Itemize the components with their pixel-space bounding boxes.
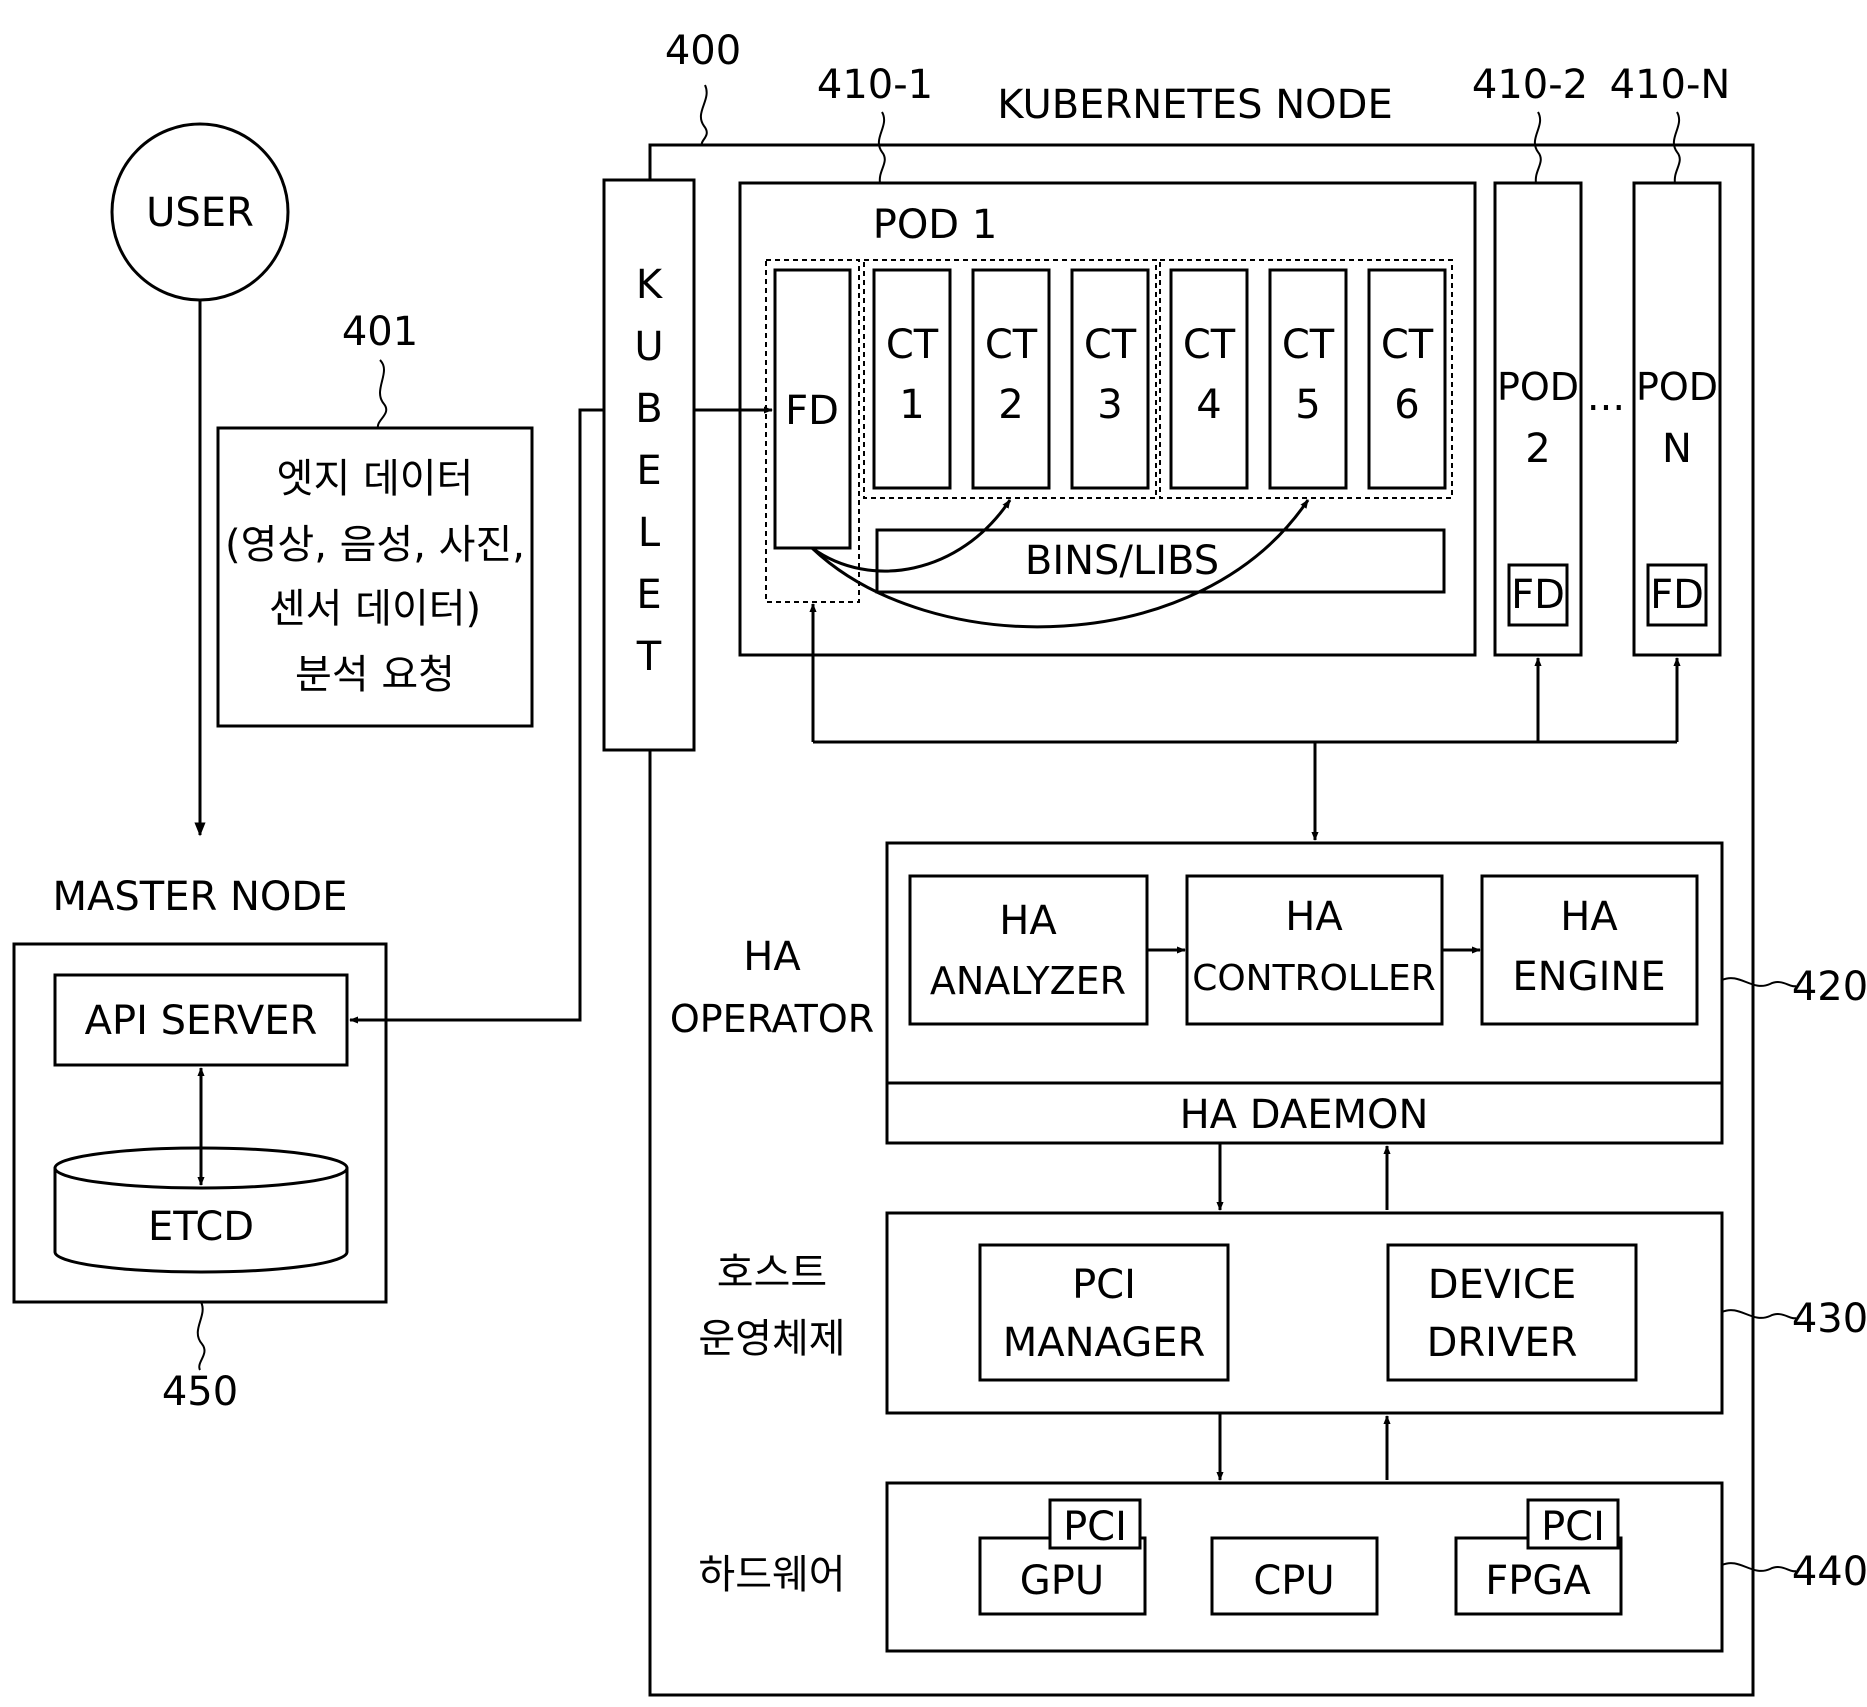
ref-401: 401: [342, 309, 418, 355]
ha-operator-label-line2: OPERATOR: [670, 997, 874, 1041]
host-os-label-line2: 운영체제: [698, 1316, 845, 1362]
ref-401-leader: [378, 360, 386, 428]
podn-fd-label: FD: [1650, 572, 1704, 618]
pci-manager-line2: MANAGER: [1003, 1320, 1206, 1366]
ref-440-leader: [1722, 1563, 1796, 1571]
ct5-box: [1270, 270, 1346, 488]
ref-410-n-leader: [1674, 112, 1680, 183]
pod2-line1: POD: [1497, 365, 1579, 409]
ref-420: 420: [1792, 964, 1867, 1010]
device-driver-line2: DRIVER: [1427, 1320, 1578, 1366]
ct4-box: [1171, 270, 1247, 488]
ha-daemon-label: HA DAEMON: [1180, 1092, 1429, 1138]
ha-engine-line1: HA: [1560, 894, 1618, 940]
ref-400: 400: [665, 28, 741, 74]
ct1-line2: 1: [899, 382, 924, 428]
host-os-label-line1: 호스트: [717, 1250, 827, 1296]
edge-request-line1: 엣지 데이터: [277, 456, 474, 502]
pod1-title: POD 1: [873, 202, 998, 248]
pci-manager-line1: PCI: [1072, 1262, 1136, 1308]
ct-group-1-dashed: [864, 260, 1156, 498]
ct1-box: [874, 270, 950, 488]
ct3-line2: 3: [1097, 382, 1122, 428]
ref-410-2: 410-2: [1472, 62, 1588, 108]
ct6-line1: CT: [1381, 322, 1434, 368]
kubelet-letter-e2: E: [636, 572, 661, 618]
ct6-line2: 6: [1394, 382, 1419, 428]
ct3-box: [1072, 270, 1148, 488]
ct1-line1: CT: [886, 322, 939, 368]
ha-controller-line1: HA: [1285, 894, 1343, 940]
ct6-box: [1369, 270, 1445, 488]
pod1-fd-label: FD: [785, 388, 839, 434]
podn-line2: N: [1662, 426, 1692, 472]
ref-430: 430: [1792, 1296, 1867, 1342]
ct-group-2-dashed: [1160, 260, 1452, 498]
kubelet-letter-b: B: [635, 386, 662, 432]
ha-engine-line2: ENGINE: [1512, 954, 1665, 1000]
ha-analyzer-line1: HA: [999, 898, 1057, 944]
ha-analyzer-line2: ANALYZER: [930, 959, 1126, 1003]
fd-to-ct2-curve: [812, 500, 1010, 571]
bins-libs-label: BINS/LIBS: [1025, 538, 1219, 584]
device-driver-line1: DEVICE: [1428, 1262, 1576, 1308]
kubelet-letter-k: K: [636, 262, 664, 308]
kubernetes-node-title: KUBERNETES NODE: [997, 82, 1392, 128]
ha-controller-line2: CONTROLLER: [1192, 958, 1436, 999]
ref-410-1-leader: [879, 112, 885, 183]
podn-line1: POD: [1636, 365, 1718, 409]
pod2-fd-label: FD: [1511, 572, 1565, 618]
edge-request-line4: 분석 요청: [295, 652, 455, 698]
pod2-line2: 2: [1525, 426, 1550, 472]
ref-410-n: 410-N: [1610, 62, 1731, 108]
gpu-pci-label: PCI: [1063, 1504, 1127, 1550]
ref-410-1: 410-1: [817, 62, 933, 108]
ref-430-leader: [1722, 1310, 1796, 1318]
ref-410-2-leader: [1535, 112, 1541, 183]
cpu-label: CPU: [1253, 1558, 1334, 1604]
kubelet-letter-e: E: [636, 448, 661, 494]
edge-request-line3: 센서 데이터): [269, 586, 481, 632]
master-node-title: MASTER NODE: [53, 874, 348, 920]
ref-450-leader: [198, 1302, 205, 1370]
ct5-line2: 5: [1295, 382, 1320, 428]
pods-ellipsis: ...: [1587, 374, 1625, 420]
ct4-line2: 4: [1196, 382, 1221, 428]
ct4-line1: CT: [1183, 322, 1236, 368]
fpga-pci-label: PCI: [1541, 1504, 1605, 1550]
kubelet-letter-u: U: [634, 324, 663, 370]
ct2-box: [973, 270, 1049, 488]
ct2-line1: CT: [985, 322, 1038, 368]
etcd-label: ETCD: [148, 1204, 254, 1250]
ct2-line2: 2: [998, 382, 1023, 428]
kubelet-letter-t: T: [636, 634, 662, 680]
gpu-label: GPU: [1020, 1558, 1104, 1604]
ref-420-leader: [1722, 978, 1796, 986]
user-label: USER: [146, 190, 254, 236]
hardware-label: 하드웨어: [698, 1552, 845, 1598]
ha-operator-label-line1: HA: [743, 934, 801, 980]
ref-400-leader: [701, 85, 707, 145]
api-server-label: API SERVER: [85, 998, 318, 1044]
ct3-line1: CT: [1084, 322, 1137, 368]
edge-request-line2: (영상, 음성, 사진,: [225, 522, 525, 568]
ct5-line1: CT: [1282, 322, 1335, 368]
fpga-label: FPGA: [1485, 1558, 1591, 1604]
ref-440: 440: [1792, 1549, 1867, 1595]
host-os-box: [887, 1213, 1722, 1413]
ref-450: 450: [162, 1369, 238, 1415]
kubelet-letter-l: L: [638, 510, 661, 556]
